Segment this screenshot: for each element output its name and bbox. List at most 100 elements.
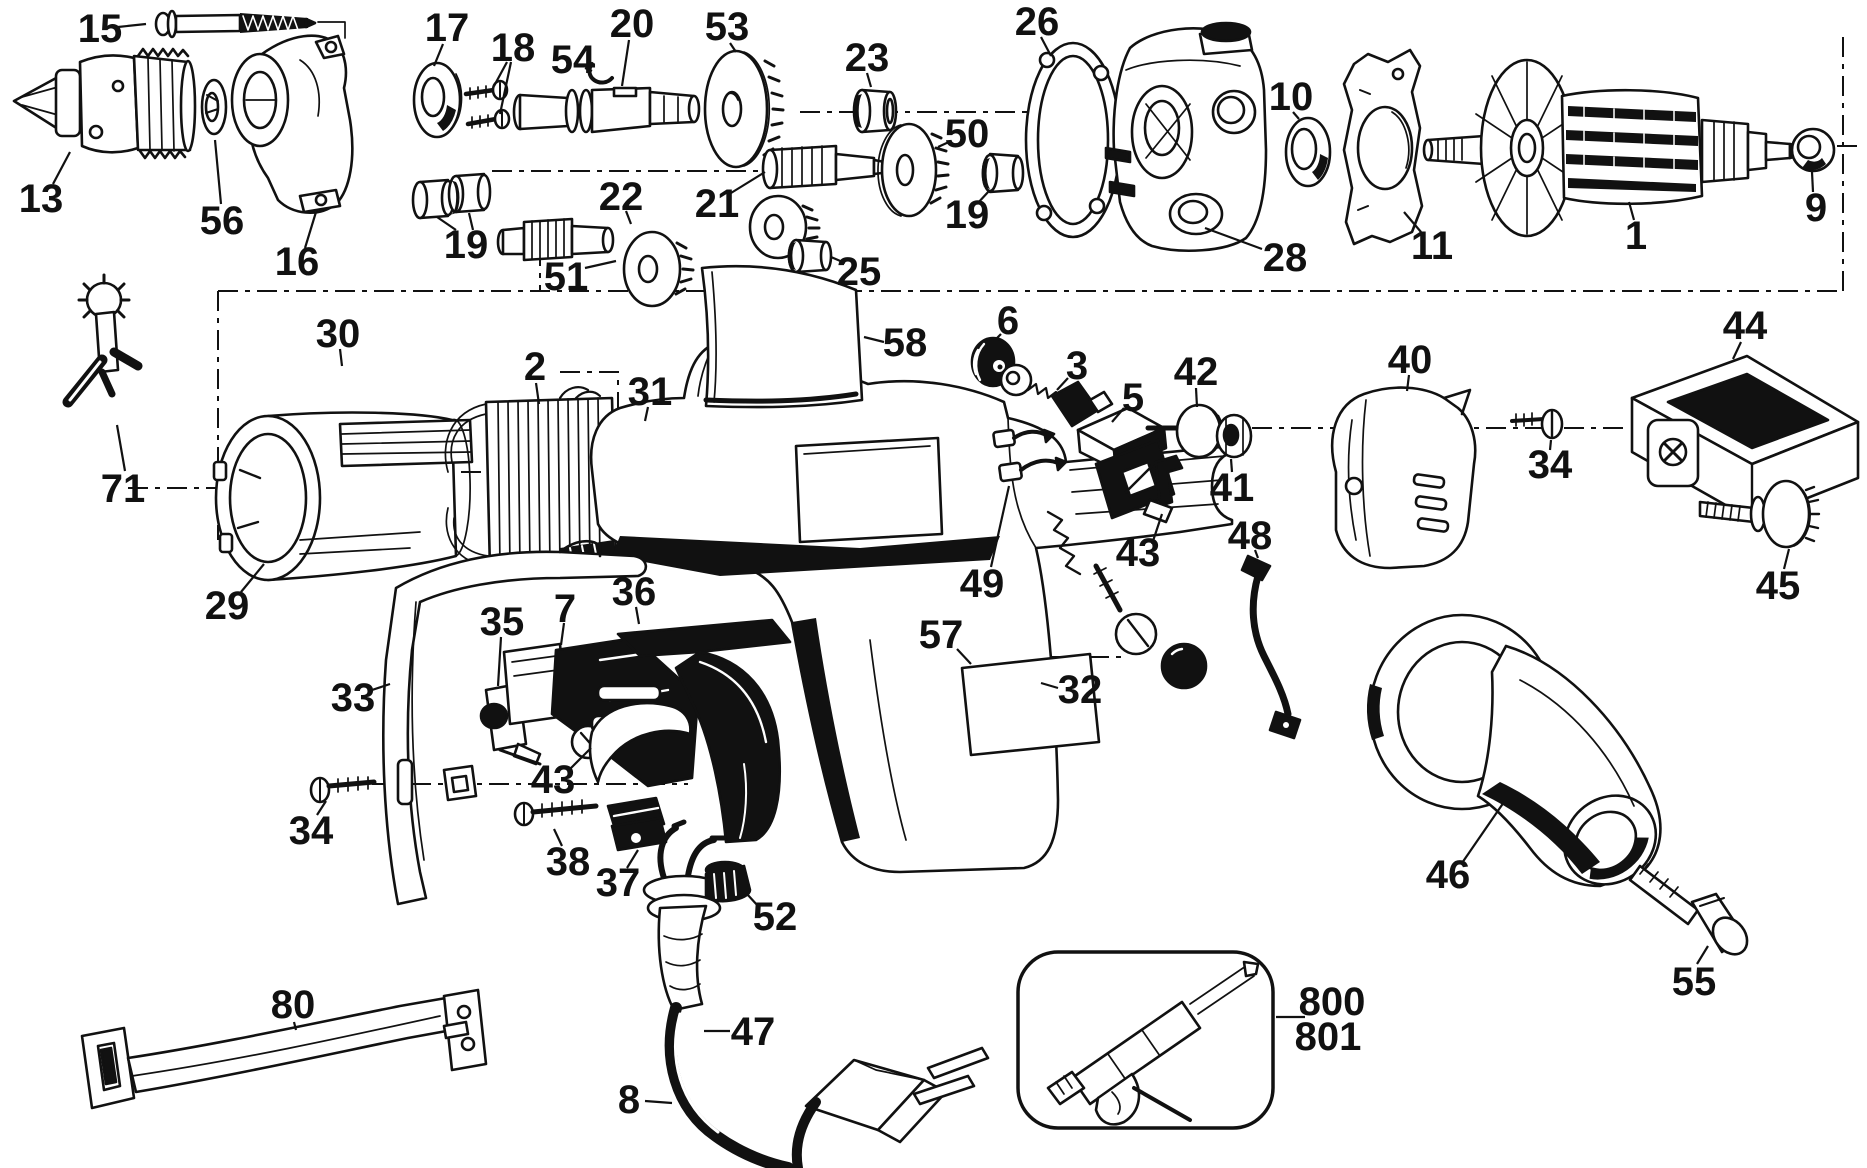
part-label-8: 8: [618, 1078, 640, 1122]
part-label-800: 800: [1299, 980, 1366, 1024]
part-label-17: 17: [425, 6, 470, 50]
leader-line-18: [498, 61, 513, 115]
part-label-58: 58: [883, 321, 928, 365]
part-label-51: 51: [544, 255, 589, 299]
leader-line-50: [937, 140, 952, 148]
part-47-cord-protector: [642, 819, 727, 1012]
part-45-thumbscrew: [1698, 479, 1821, 549]
part-label-3: 3: [1066, 344, 1088, 388]
brush-cap-assembly: [1046, 510, 1208, 690]
part-label-80: 80: [271, 983, 316, 1027]
leader-line-21: [730, 171, 766, 194]
part-6-grommet: [970, 336, 1016, 388]
part-label-22: 22: [599, 175, 644, 219]
part-label-30: 30: [316, 312, 361, 356]
part-label-7: 7: [554, 587, 576, 631]
leader-line-19a: [467, 212, 475, 231]
part-9-bearing: [1790, 127, 1836, 173]
part-34-screw-lower: [309, 776, 377, 804]
part-5-switch: [1076, 406, 1176, 520]
part-43-lever-lower: [588, 701, 692, 784]
part-label-36: 36: [612, 570, 657, 614]
leader-line-5: [1111, 407, 1125, 423]
leader-line-55: [1696, 945, 1709, 965]
part-50-gear: [877, 122, 950, 218]
leader-line-35: [496, 636, 503, 687]
leader-line-56: [213, 139, 223, 205]
part-label-9: 9: [1805, 186, 1827, 230]
part-label-33: 33: [331, 676, 376, 720]
part-label-15: 15: [78, 7, 123, 51]
part-23-bushing: [852, 88, 898, 134]
leader-line-7: [559, 622, 566, 646]
leader-line-41: [1229, 458, 1234, 473]
leader-line-34l: [316, 800, 327, 816]
part-label-40: 40: [1388, 338, 1433, 382]
part-52-wire-nut: [704, 860, 752, 903]
part-label-47: 47: [731, 1010, 776, 1054]
part-46-side-handle: [1367, 613, 1662, 888]
part-32-handle-housing: [589, 334, 1234, 874]
part-label-38: 38: [546, 840, 591, 884]
leader-line-25: [830, 255, 846, 265]
leader-line-32: [1040, 681, 1059, 690]
leader-line-38: [553, 828, 563, 847]
part-label-31: 31: [628, 370, 673, 414]
part-54-retaining-clip: [587, 62, 614, 85]
leader-line-30: [338, 348, 344, 367]
part-label-801: 801: [1295, 1015, 1362, 1059]
leader-line-19a: [436, 216, 457, 231]
parts-artwork: [12, 9, 1860, 1168]
part-33-handle-bracket: [382, 539, 648, 906]
part-label-34r: 34: [1528, 443, 1573, 487]
part-label-44: 44: [1723, 304, 1768, 348]
part-49-terminals: [992, 428, 1068, 483]
part-label-43u: 43: [1116, 531, 1161, 575]
leader-line-26: [1040, 36, 1052, 57]
part-43-lever-upper: [1142, 454, 1184, 524]
part-20-spindle: [512, 86, 701, 134]
part-label-25: 25: [837, 250, 882, 294]
leader-line-13: [52, 151, 71, 185]
part-21-pinion-shaft: [761, 144, 892, 190]
leader-line-51: [584, 259, 617, 270]
part-label-11: 11: [1411, 224, 1453, 268]
leader-line-40: [1405, 374, 1411, 392]
leader-line-22: [624, 210, 633, 225]
leader-line-43l: [569, 747, 592, 770]
part-37-cord-clamp: [606, 796, 668, 852]
leader-line-11: [1403, 211, 1422, 233]
leader-line-20: [620, 39, 631, 87]
part-13-chuck: [12, 47, 197, 160]
part-8-cord-set: [664, 1002, 990, 1168]
part-44-clamp: [1630, 354, 1860, 522]
part-label-5: 5: [1122, 376, 1144, 420]
leader-line-28: [1204, 226, 1263, 251]
part-19-bushings: [411, 172, 492, 220]
leader-line-17: [432, 43, 445, 67]
part-label-57: 57: [919, 613, 964, 657]
part-label-46: 46: [1426, 853, 1471, 897]
part-48-lead-wire: [1240, 554, 1302, 740]
part-label-43l: 43: [531, 758, 576, 802]
part-71-chuck-key: [62, 273, 143, 408]
leader-line-43u: [1150, 513, 1164, 545]
part-16-gear-case: [230, 34, 354, 215]
leader-line-71: [115, 424, 127, 472]
part-label-45: 45: [1756, 564, 1801, 608]
leader-line-33: [368, 682, 391, 693]
part-label-56: 56: [200, 199, 245, 243]
leader-line-34r: [1548, 439, 1553, 451]
leader-line-46: [1461, 801, 1505, 864]
part-label-20: 20: [610, 2, 655, 46]
part-label-23: 23: [845, 36, 890, 80]
leader-line-49: [989, 485, 1011, 568]
part-38-screw: [513, 799, 599, 827]
leader-line-8: [644, 1099, 673, 1105]
leader-line-23: [865, 72, 873, 88]
part-label-48: 48: [1228, 514, 1273, 558]
leader-line-45: [1782, 548, 1791, 570]
part-58-cover-band: [700, 265, 864, 409]
